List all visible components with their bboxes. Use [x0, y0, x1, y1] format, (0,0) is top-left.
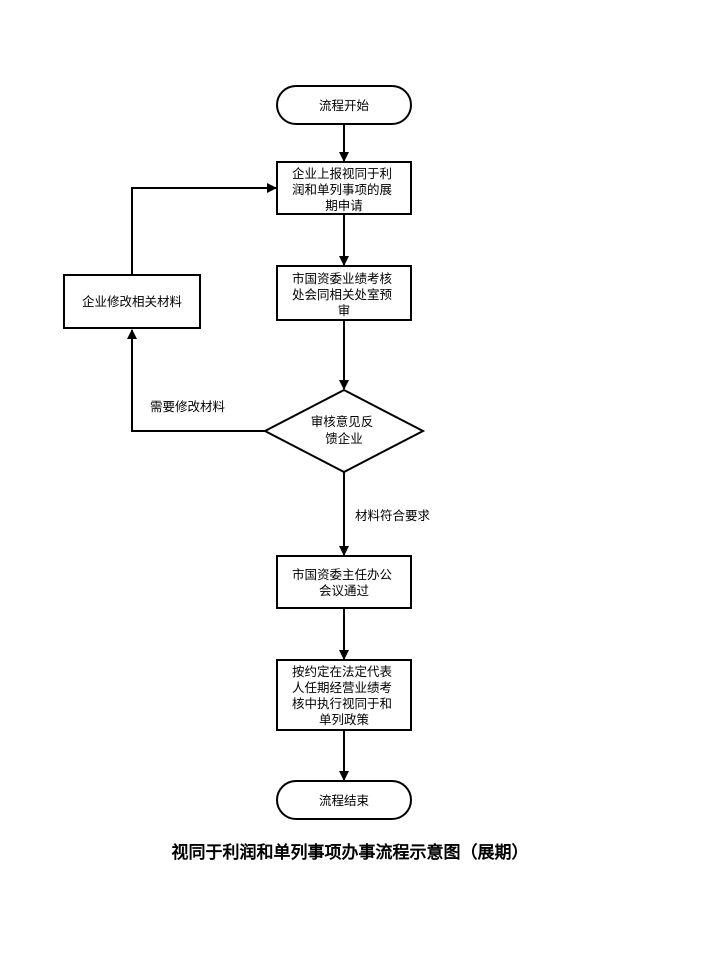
apply-node-line-2: 润和单列事项的展 [292, 182, 392, 197]
approve-node: 市国资委主任办公 会议通过 [276, 555, 412, 609]
execute-node-line-4: 单列政策 [319, 712, 370, 727]
review-node: 市国资委业绩考核 处会同相关处室预 审 [276, 265, 412, 321]
apply-node-line-3: 期申请 [325, 198, 363, 213]
apply-node-label: 企业上报视同于利 润和单列事项的展 期申请 [292, 166, 396, 213]
decision-node-line-2: 馈企业 [325, 431, 363, 446]
approve-node-shape [276, 555, 412, 609]
edge-label-meets-requirements: 材料符合要求 [355, 508, 431, 523]
apply-node-shape [276, 161, 412, 215]
execute-node-line-2: 人任期经营业绩考 [292, 680, 392, 695]
apply-node: 企业上报视同于利 润和单列事项的展 期申请 [276, 161, 412, 215]
arrow-modify-to-apply [131, 183, 277, 275]
execute-node: 按约定在法定代表 人任期经营业绩考 核中执行视同于和 单列政策 [276, 659, 412, 731]
execute-node-label: 按约定在法定代表 人任期经营业绩考 核中执行视同于和 单列政策 [292, 664, 396, 727]
review-node-line-2: 处会同相关处室预 [292, 287, 392, 302]
decision-node: 审核意见反 馈企业 [262, 388, 426, 474]
diagram-caption: 视同于利润和单列事项办事流程示意图（展期） [171, 843, 529, 863]
modify-node-shape [63, 274, 201, 329]
approve-node-line-1: 市国资委主任办公 [292, 567, 393, 582]
end-node-label: 流程结束 [319, 793, 370, 808]
arrow-decision-to-modify [127, 329, 265, 432]
end-node-shape [276, 780, 412, 820]
modify-node-label: 企业修改相关材料 [82, 294, 183, 309]
decision-node-label: 审核意见反 馈企业 [311, 414, 378, 446]
review-node-label: 市国资委业绩考核 处会同相关处室预 审 [292, 271, 396, 318]
decision-node-line-1: 审核意见反 [311, 414, 374, 429]
approve-node-line-2: 会议通过 [319, 583, 370, 598]
start-node-label: 流程开始 [319, 98, 370, 113]
modify-node: 企业修改相关材料 [63, 274, 201, 329]
execute-node-shape [276, 659, 412, 731]
edge-label-need-modify: 需要修改材料 [150, 399, 226, 414]
execute-node-line-1: 按约定在法定代表 [292, 664, 393, 679]
review-node-line-1: 市国资委业绩考核 [292, 271, 393, 286]
end-node: 流程结束 [276, 780, 412, 820]
review-node-line-3: 审 [338, 303, 351, 318]
execute-node-line-3: 核中执行视同于和 [292, 696, 392, 711]
start-node: 流程开始 [276, 85, 412, 125]
apply-node-line-1: 企业上报视同于利 [292, 166, 392, 181]
approve-node-label: 市国资委主任办公 会议通过 [292, 567, 396, 598]
